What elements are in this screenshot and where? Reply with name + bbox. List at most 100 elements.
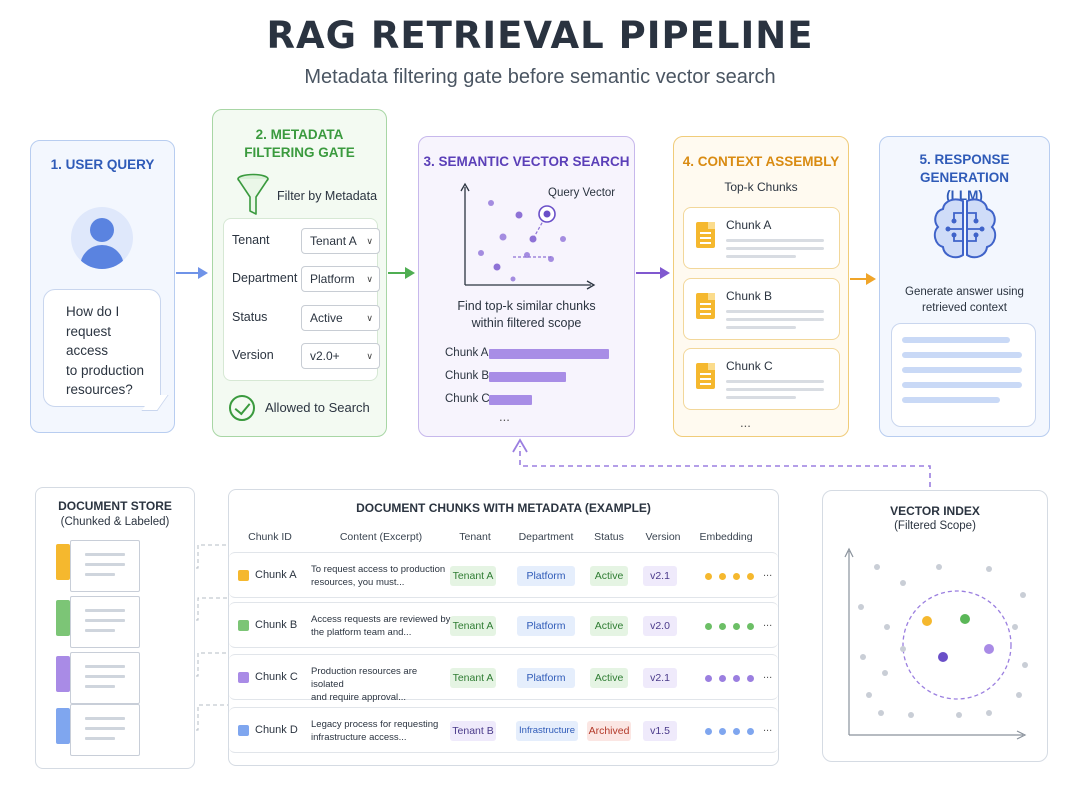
filter-label-status: Status [232, 310, 268, 324]
find-line: within filtered scope [471, 316, 582, 330]
ranking-bar [489, 349, 609, 359]
filter-panel: Tenant Tenant A ∨ Department Platform ∨ St… [223, 218, 380, 381]
heading-line: FILTERING GATE [244, 145, 355, 160]
chunk-color-swatch [238, 620, 249, 631]
brain-icon [933, 198, 997, 259]
vector-space-plot [460, 182, 596, 290]
document-icon [696, 222, 715, 248]
query-vector-label: Query Vector [548, 187, 616, 199]
funnel-icon [237, 173, 269, 215]
table-row[interactable]: Chunk C Production resources are isolate… [229, 654, 778, 703]
status-select[interactable]: Active∨ [301, 305, 380, 331]
department-badge: Platform [517, 616, 575, 636]
vector-index-subheading: (Filtered Scope) [894, 520, 976, 532]
filter-label-department: Department [232, 271, 298, 285]
query-bubble: How do I request access to production re… [43, 289, 161, 407]
column-header: Department [518, 531, 574, 543]
version-badge: v1.5 [643, 721, 677, 741]
chunk-id: Chunk C [255, 671, 298, 683]
document-icon [36, 596, 140, 648]
select-value: Platform [310, 272, 355, 286]
query-line: request access [66, 323, 112, 359]
arrow-right-icon [388, 267, 415, 279]
select-value: Tenant A [310, 234, 357, 248]
ranking-row: Chunk B [445, 370, 625, 384]
user-query-card: 1. USER QUERY How do I request access to… [30, 140, 175, 433]
ranking-label: Chunk B [445, 370, 490, 382]
department-select[interactable]: Platform ∨ [301, 266, 380, 292]
column-header: Status [594, 531, 624, 543]
chunk-color-swatch [238, 672, 249, 683]
table-title: DOCUMENT CHUNKS WITH METADATA (EXAMPLE) [356, 501, 651, 515]
select-value: v2.0+ [310, 349, 340, 363]
department-badge: Infrastructure [516, 721, 578, 741]
chevron-down-icon: ∨ [366, 351, 373, 361]
tenant-badge: Tenant A [450, 566, 496, 586]
filter-label-tenant: Tenant [232, 233, 270, 247]
topk-label: Top-k Chunks [724, 180, 798, 194]
arrow-right-icon [850, 273, 876, 285]
context-ellipsis: ... [740, 415, 751, 430]
document-icon [696, 363, 715, 389]
context-assembly-card: 4. CONTEXT ASSEMBLY Top-k Chunks Chunk A… [673, 136, 849, 437]
chunk-id: Chunk B [255, 619, 298, 631]
document-icon [36, 652, 140, 704]
column-header: Embedding [699, 531, 753, 543]
chunk-id: Chunk A [255, 569, 297, 581]
ranking-row: Chunk A [445, 347, 625, 361]
version-badge: v2.0 [643, 616, 677, 636]
version-badge: v2.1 [643, 566, 677, 586]
chevron-down-icon: ∨ [366, 274, 373, 284]
document-icon [36, 704, 140, 756]
department-badge: Platform [517, 566, 575, 586]
tenant-badge: Tenant A [450, 616, 496, 636]
vector-search-heading: 3. SEMANTIC VECTOR SEARCH [423, 154, 630, 169]
filter-row-version: Version v2.0+∨ [232, 343, 380, 369]
department-badge: Platform [517, 668, 575, 688]
context-chunk-label: Chunk A [726, 218, 772, 232]
user-query-heading: 1. USER QUERY [50, 157, 155, 172]
vector-index-card: VECTOR INDEX (Filtered Scope) [822, 490, 1048, 762]
status-badge: Archived [587, 721, 631, 741]
tenant-badge: Tenant B [450, 721, 496, 741]
column-header: Content (Excerpt) [339, 531, 423, 543]
context-chunk-label: Chunk C [726, 359, 773, 373]
gen-line: Generate answer using [905, 286, 1024, 298]
tenant-select[interactable]: Tenant A ∨ [301, 228, 380, 254]
ranking-ellipsis: ... [499, 409, 510, 424]
metadata-table: DOCUMENT CHUNKS WITH METADATA (EXAMPLE) … [228, 489, 779, 766]
document-icon [36, 540, 140, 592]
document-store-subheading: (Chunked & Labeled) [60, 516, 170, 528]
ranking-label: Chunk A [445, 347, 489, 359]
filter-row-department: Department Platform ∨ [232, 266, 380, 292]
response-generation-card: 5. RESPONSE GENERATION (LLM) Generate an… [879, 136, 1050, 437]
embedding-dots: ... [705, 617, 775, 631]
context-chunk: Chunk A [683, 207, 840, 269]
query-line: resources? [66, 382, 133, 397]
page-title: RAG RETRIEVAL PIPELINE [266, 14, 814, 57]
find-text: Find top-k similar chunks within filtere… [419, 298, 634, 332]
document-store-heading: DOCUMENT STORE [58, 499, 172, 513]
version-select[interactable]: v2.0+ ∨ [301, 343, 380, 369]
chevron-down-icon: ∨ [366, 313, 373, 323]
chevron-down-icon: ∨ [366, 236, 373, 246]
gen-line: retrieved context [921, 302, 1007, 314]
heading-line: 2. METADATA [255, 127, 344, 142]
metadata-gate-card: 2. METADATA FILTERING GATE Filter by Met… [212, 109, 387, 437]
heading-line: 5. RESPONSE GENERATION [919, 152, 1010, 185]
find-line: Find top-k similar chunks [457, 299, 596, 313]
status-badge: Active [590, 668, 628, 688]
embedding-dots: ... [705, 669, 775, 683]
page-subtitle: Metadata filtering gate before semantic … [304, 66, 776, 88]
column-header: Version [645, 531, 681, 543]
status-badge: Active [590, 566, 628, 586]
arrow-right-icon [636, 267, 670, 279]
status-badge: Active [590, 616, 628, 636]
chunk-color-swatch [238, 725, 249, 736]
